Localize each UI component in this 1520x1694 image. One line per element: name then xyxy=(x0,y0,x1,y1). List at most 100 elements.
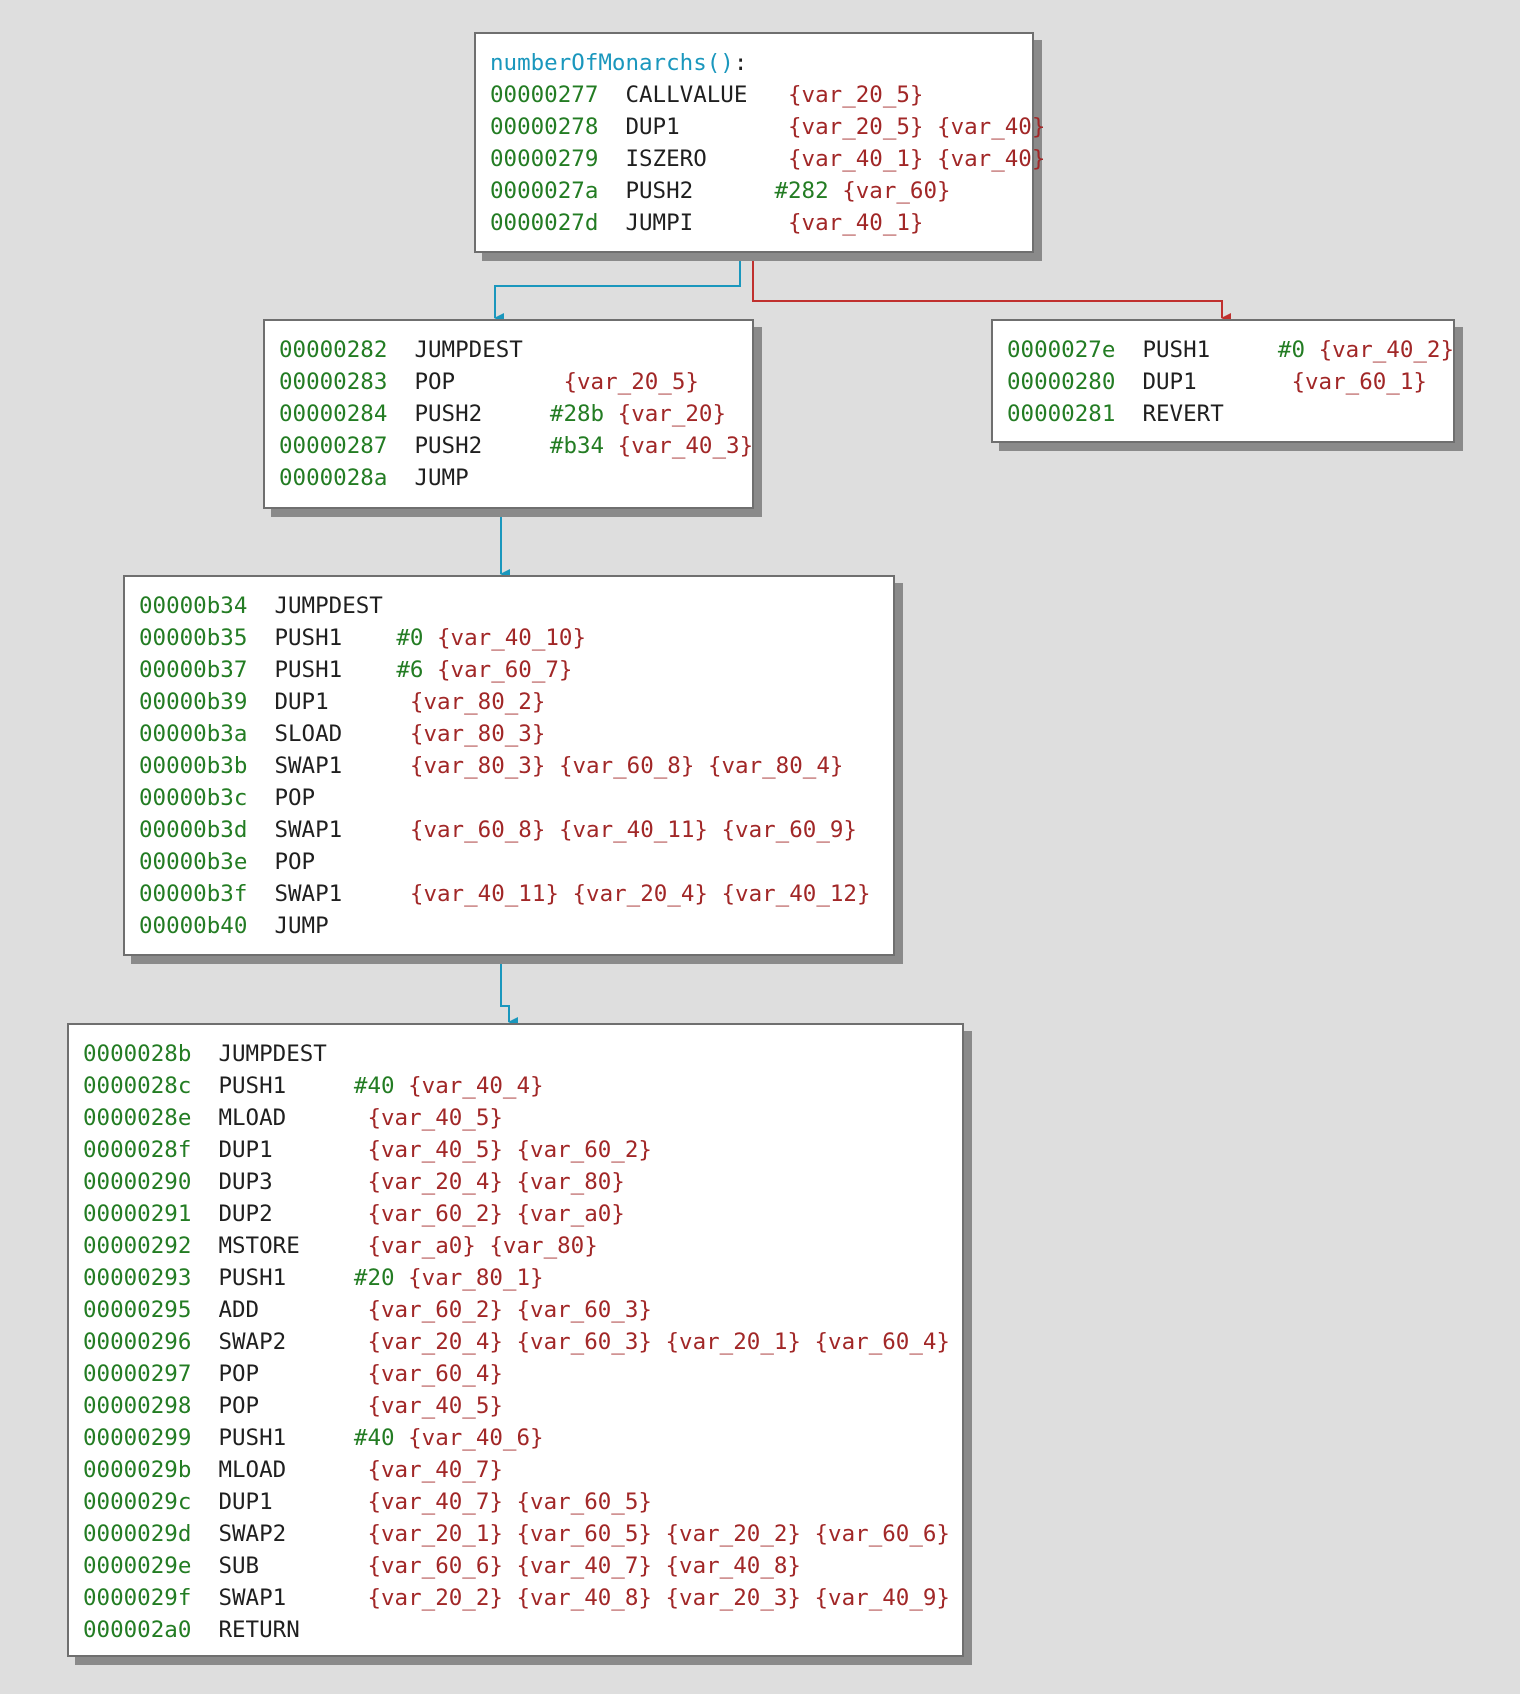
instruction-row: 0000029c DUP1 {var_40_7} {var_60_5} xyxy=(83,1486,652,1518)
instruction-opcode: MSTORE xyxy=(218,1233,300,1259)
instruction-address: 00000b3e xyxy=(139,849,248,875)
instruction-opcode: POP xyxy=(218,1393,260,1419)
instruction-opcode: CALLVALUE xyxy=(625,82,748,108)
instruction-address: 00000295 xyxy=(83,1297,192,1323)
instruction-row: 0000028c PUSH1#40 {var_40_4} xyxy=(83,1070,544,1102)
instruction-row: 00000293 PUSH1#20 {var_80_1} xyxy=(83,1262,544,1294)
instruction-row: 00000299 PUSH1#40 {var_40_6} xyxy=(83,1422,544,1454)
stack-variable: {var_20_2} xyxy=(665,1521,801,1547)
instruction-address: 00000b35 xyxy=(139,625,248,651)
instruction-address: 0000027e xyxy=(1007,337,1116,363)
instruction-opcode: REVERT xyxy=(1142,401,1224,427)
instruction-address: 00000b39 xyxy=(139,689,248,715)
instruction-opcode: PUSH1 xyxy=(274,625,343,651)
instruction-row: 0000028b JUMPDEST xyxy=(83,1038,354,1070)
instruction-opcode: POP xyxy=(414,369,456,395)
instruction-row: 0000029f SWAP1 {var_20_2} {var_40_8} {va… xyxy=(83,1582,950,1614)
instruction-opcode: JUMP xyxy=(274,913,329,939)
instruction-row: 000002a0 RETURN xyxy=(83,1614,354,1646)
instruction-row: 00000297 POP {var_60_4} xyxy=(83,1358,503,1390)
instruction-address: 00000281 xyxy=(1007,401,1116,427)
instruction-row: 00000b3b SWAP1 {var_80_3} {var_60_8} {va… xyxy=(139,750,843,782)
instruction-row: 00000281 REVERT xyxy=(1007,398,1278,430)
instruction-address: 00000293 xyxy=(83,1265,192,1291)
instruction-address: 00000287 xyxy=(279,433,388,459)
block-entry[interactable]: numberOfMonarchs(): 00000277 CALLVALUE {v… xyxy=(474,32,1045,253)
instruction-address: 00000b34 xyxy=(139,593,248,619)
instruction-row: 00000b35 PUSH1#0 {var_40_10} xyxy=(139,622,586,654)
instruction-opcode: PUSH1 xyxy=(274,657,343,683)
stack-variable: {var_60_4} xyxy=(367,1361,503,1387)
instruction-address: 00000298 xyxy=(83,1393,192,1419)
stack-variable: {var_40} xyxy=(937,146,1046,172)
stack-variable: {var_20_4} xyxy=(367,1169,503,1195)
instruction-row: 00000298 POP {var_40_5} xyxy=(83,1390,503,1422)
instruction-row: 0000029b MLOAD {var_40_7} xyxy=(83,1454,503,1486)
instruction-opcode: JUMPDEST xyxy=(414,337,523,363)
stack-variable: {var_60_5} xyxy=(516,1521,652,1547)
function-colon: : xyxy=(733,50,748,76)
instruction-address: 00000b40 xyxy=(139,913,248,939)
instruction-address: 0000028b xyxy=(83,1041,192,1067)
instruction-address: 00000277 xyxy=(490,82,599,108)
stack-variable: {var_40_7} xyxy=(367,1457,503,1483)
stack-variable: {var_40_1} xyxy=(788,210,924,236)
stack-variable: {var_20_4} xyxy=(572,881,708,907)
edge-entry-to-282 xyxy=(494,252,741,323)
instruction-row: 00000283 POP {var_20_5} xyxy=(279,366,699,398)
stack-variable: {var_20_4} xyxy=(367,1329,503,1355)
stack-variable: {var_60_3} xyxy=(516,1329,652,1355)
instruction-immediate: #0 xyxy=(396,625,424,651)
block-b34[interactable]: 00000b34 JUMPDEST 00000b35 PUSH1 #0 {var_4… xyxy=(123,575,895,956)
stack-variable: {var_20_1} xyxy=(367,1521,503,1547)
instruction-immediate: #20 xyxy=(353,1265,395,1291)
stack-variable: {var_60_9} xyxy=(721,817,857,843)
instruction-row: 00000279 ISZERO {var_40_1} {var_40} xyxy=(490,143,1045,175)
instruction-opcode: DUP1 xyxy=(218,1137,273,1163)
instruction-row: 00000b37 PUSH1#6 {var_60_7} xyxy=(139,654,572,686)
instruction-opcode: PUSH2 xyxy=(414,433,483,459)
stack-variable: {var_60_2} xyxy=(516,1137,652,1163)
instruction-opcode: SLOAD xyxy=(274,721,343,747)
instruction-row: 00000b3f SWAP1 {var_40_11} {var_20_4} {v… xyxy=(139,878,871,910)
instruction-immediate: #6 xyxy=(396,657,424,683)
instruction-row: 00000282 JUMPDEST xyxy=(279,334,550,366)
function-header: numberOfMonarchs(): xyxy=(490,47,747,79)
instruction-opcode: MLOAD xyxy=(218,1457,287,1483)
instruction-address: 0000028f xyxy=(83,1137,192,1163)
instruction-address: 000002a0 xyxy=(83,1617,192,1643)
instruction-opcode: PUSH1 xyxy=(218,1425,287,1451)
instruction-address: 0000029f xyxy=(83,1585,192,1611)
stack-variable: {var_60_8} xyxy=(409,817,546,843)
stack-variable: {var_20_5} xyxy=(788,114,924,140)
instruction-row: 0000029e SUB {var_60_6} {var_40_7} {var_… xyxy=(83,1550,801,1582)
stack-variable: {var_40_8} xyxy=(516,1585,652,1611)
stack-variable: {var_40_11} xyxy=(558,817,708,843)
instruction-row: 00000b40 JUMP xyxy=(139,910,396,942)
instruction-address: 00000280 xyxy=(1007,369,1116,395)
instruction-opcode: ISZERO xyxy=(625,146,707,172)
instruction-opcode: JUMPDEST xyxy=(274,593,383,619)
stack-variable: {var_80_3} xyxy=(409,753,546,779)
instruction-opcode: SWAP2 xyxy=(218,1521,287,1547)
stack-variable: {var_60_3} xyxy=(516,1297,652,1323)
instruction-opcode: JUMPI xyxy=(625,210,694,236)
instruction-row: 00000b3d SWAP1 {var_60_8} {var_40_11} {v… xyxy=(139,814,857,846)
instruction-immediate: #40 xyxy=(353,1073,395,1099)
instruction-address: 00000b3f xyxy=(139,881,248,907)
stack-variable: {var_40} xyxy=(937,114,1046,140)
stack-variable: {var_20_5} xyxy=(563,369,699,395)
instruction-address: 00000279 xyxy=(490,146,599,172)
stack-variable: {var_60_2} xyxy=(367,1297,503,1323)
stack-variable: {var_80} xyxy=(489,1233,598,1259)
instruction-row: 00000b39 DUP1 {var_80_2} xyxy=(139,686,545,718)
instruction-immediate: #b34 xyxy=(549,433,605,459)
instruction-opcode: SWAP1 xyxy=(274,753,343,779)
instruction-row: 00000284 PUSH2#28b {var_20} xyxy=(279,398,726,430)
stack-variable: {var_80} xyxy=(516,1169,625,1195)
instruction-row: 00000295 ADD {var_60_2} {var_60_3} xyxy=(83,1294,652,1326)
stack-variable: {var_80_1} xyxy=(408,1265,544,1291)
block-27e[interactable]: 0000027e PUSH1#0 {var_40_2}00000280 DUP1… xyxy=(991,319,1455,443)
